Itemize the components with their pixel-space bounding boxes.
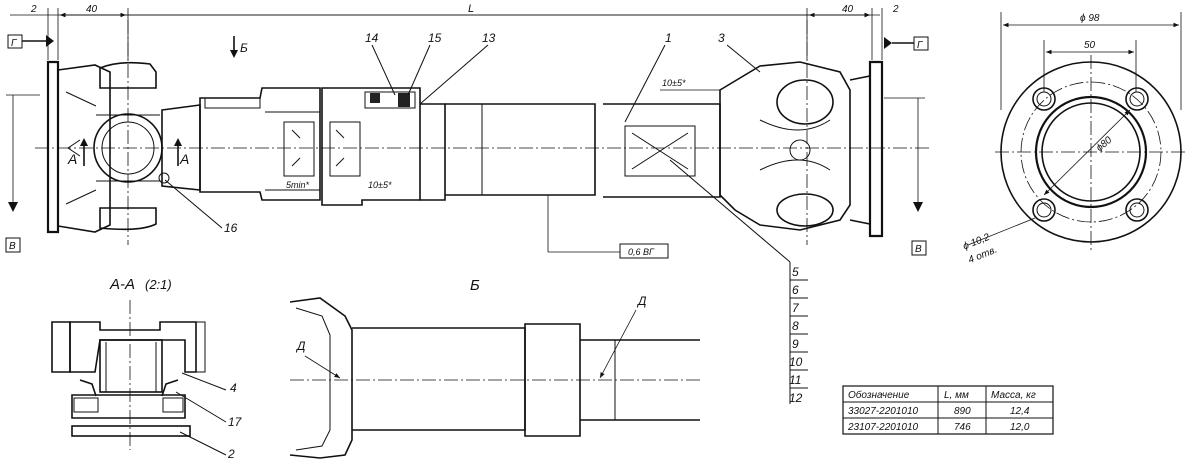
- spec-table: Обозначение L, мм Масса, кг 33027-220101…: [842, 385, 1054, 435]
- svg-text:10±5*: 10±5*: [368, 180, 392, 190]
- dim-left-flange: 40: [86, 4, 98, 15]
- svg-text:В: В: [9, 241, 16, 252]
- svg-text:Г: Г: [11, 38, 18, 49]
- callout-11: 11: [789, 373, 801, 387]
- dim-dia-50: 50: [1084, 40, 1096, 51]
- callout-4: 4: [230, 381, 237, 395]
- table-cell: 746: [954, 422, 971, 433]
- callout-16: 16: [224, 221, 238, 235]
- table-header-mass: Масса, кг: [991, 390, 1036, 401]
- table-cell: 12,0: [1010, 422, 1030, 433]
- table-cell: 23107-2201010: [847, 422, 919, 433]
- svg-text:10±5*: 10±5*: [662, 78, 686, 88]
- callout-1: 1: [665, 31, 672, 45]
- callout-14: 14: [365, 31, 379, 45]
- callout-17: 17: [228, 415, 243, 429]
- table-cell: 12,4: [1010, 406, 1030, 417]
- svg-text:5min*: 5min*: [286, 180, 310, 190]
- slip-joint: 5min* 10±5*: [161, 87, 596, 206]
- main-shaft-view: 2 40 L 40 2 Г Г В: [5, 3, 930, 405]
- section-aa-title: А-А: [109, 276, 135, 293]
- callout-9: 9: [792, 337, 799, 351]
- view-b-arrow: Б: [230, 36, 248, 58]
- table-header-length: L, мм: [944, 390, 969, 401]
- callout-13: 13: [482, 31, 496, 45]
- callout-stack: 5 6 7 8 9 10 11 12: [789, 265, 808, 405]
- flange-view: ϕ 98 50 ϕ80 ϕ 10,2 4 отв.: [961, 12, 1188, 266]
- top-dimension-chain: 2 40 L 40 2: [10, 3, 899, 60]
- section-mark-v-right: В: [884, 97, 927, 256]
- section-mark-g-right: Г: [884, 36, 929, 51]
- dim-length-l: L: [468, 3, 474, 15]
- svg-text:0,6 ВГ: 0,6 ВГ: [628, 247, 655, 257]
- callout-3: 3: [718, 31, 725, 45]
- section-mark-g-left: Г: [7, 34, 54, 49]
- dim-left-gap: 2: [30, 4, 37, 15]
- section-a-a: А-А (2:1) 4 17 2: [51, 276, 243, 461]
- callout-5: 5: [792, 265, 799, 279]
- view-b: Б Д Д: [289, 277, 700, 459]
- dim-dia-98: ϕ 98: [1080, 13, 1100, 24]
- callout-2: 2: [227, 447, 235, 461]
- table-cell: 33027-2201010: [848, 406, 919, 417]
- right-universal-joint: [719, 60, 884, 238]
- view-b-title: Б: [470, 277, 480, 294]
- table-cell: 890: [954, 406, 971, 417]
- svg-text:Б: Б: [240, 41, 248, 55]
- dim-dia-80: ϕ80: [1094, 135, 1114, 154]
- svg-text:В: В: [915, 244, 922, 255]
- section-mark-v-left: В: [5, 94, 40, 253]
- svg-text:Г: Г: [917, 40, 924, 51]
- callout-15: 15: [428, 31, 442, 45]
- callouts: 14 15 13 1 3 16: [164, 31, 791, 404]
- svg-text:А: А: [67, 151, 77, 167]
- label-d-left: Д: [295, 339, 306, 353]
- callout-7: 7: [792, 301, 800, 315]
- left-flange-yoke: А А: [46, 60, 189, 234]
- label-d-right: Д: [636, 294, 647, 308]
- svg-text:А: А: [179, 151, 189, 167]
- dim-right-flange: 40: [842, 4, 854, 15]
- callout-6: 6: [792, 283, 799, 297]
- callout-10: 10: [789, 355, 803, 369]
- callout-8: 8: [792, 319, 799, 333]
- callout-12: 12: [789, 391, 803, 405]
- section-aa-scale: (2:1): [145, 277, 172, 292]
- dim-right-gap: 2: [892, 4, 899, 15]
- table-header-designation: Обозначение: [848, 389, 910, 401]
